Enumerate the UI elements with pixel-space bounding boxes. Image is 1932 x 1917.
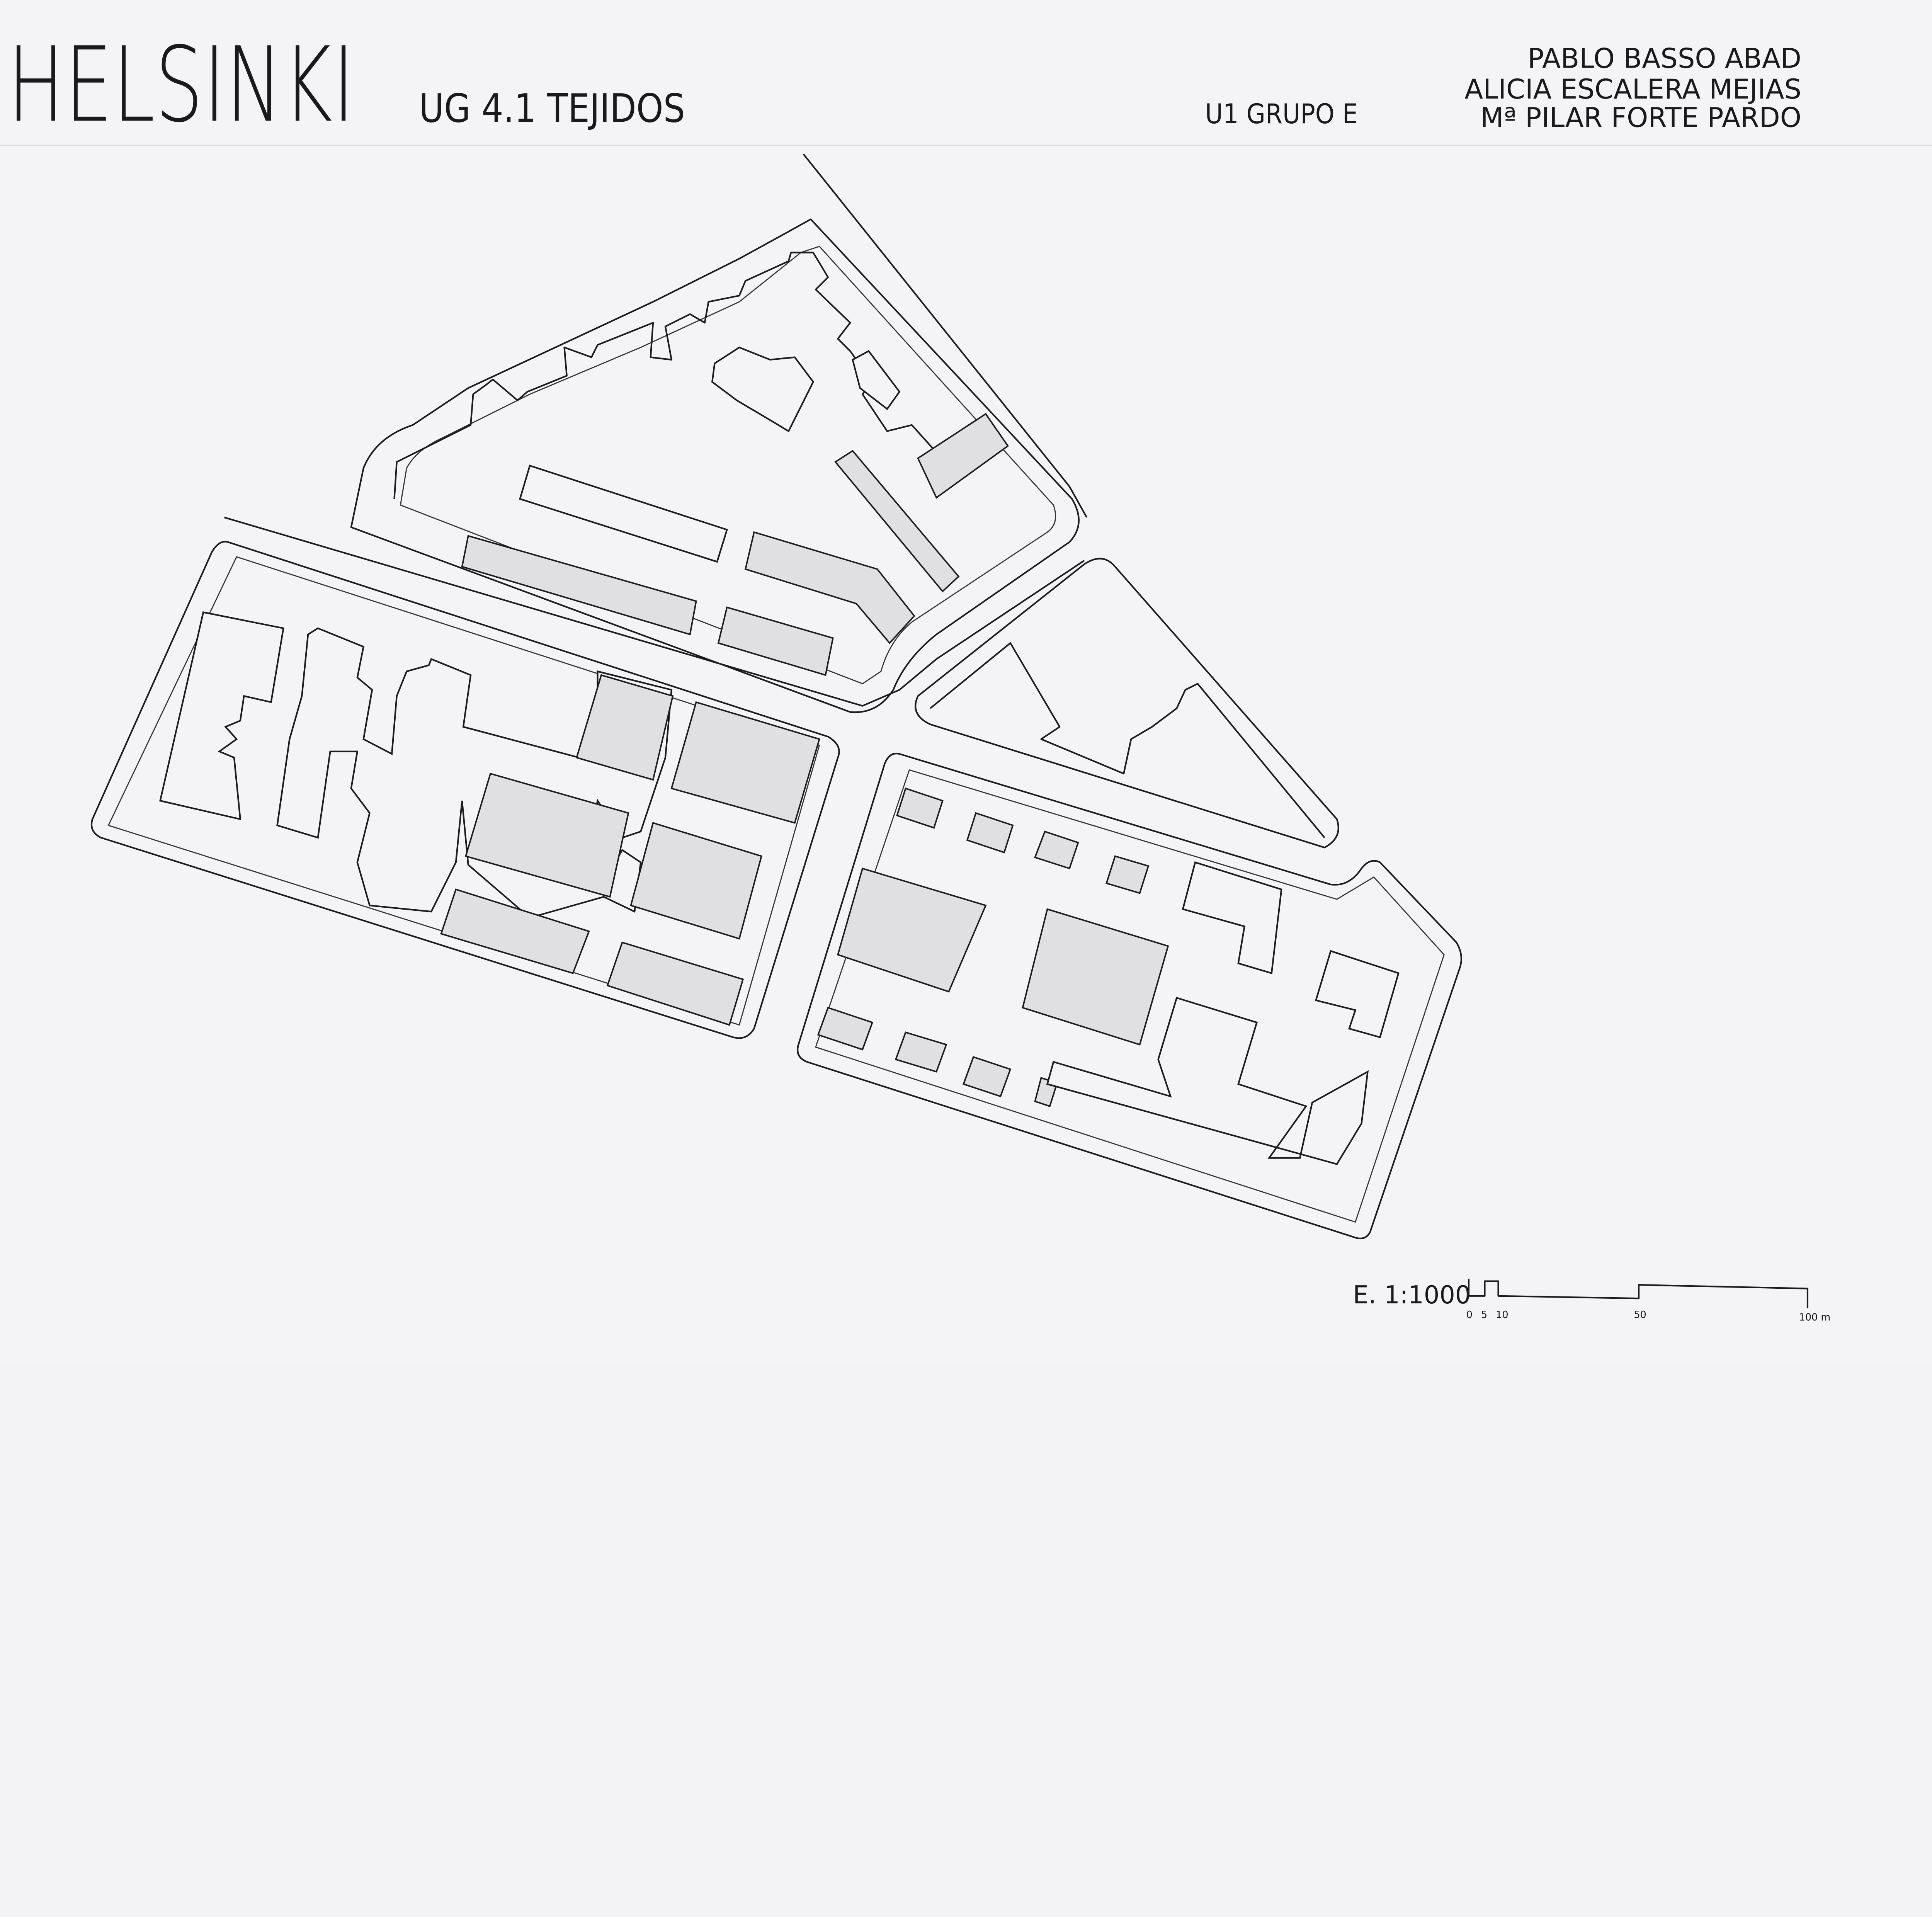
scale-bar: E. 1:1000 0 5 10 50 100 m [1353, 1279, 1830, 1323]
small-building [852, 350, 901, 410]
bent-bar-building [744, 531, 915, 645]
corner-building [917, 413, 1009, 499]
bar-building [519, 464, 728, 563]
triangle-block [915, 558, 1339, 849]
grid-buildings [817, 787, 1169, 1107]
author-2: ALICIA ESCALERA MEJIAS [1464, 73, 1801, 105]
road-edge-central [224, 516, 1085, 707]
perimeter-building [393, 252, 935, 499]
bar-building-shaded [717, 606, 834, 676]
scale-tick: 0 [1466, 1309, 1473, 1321]
diagonal-bar-building [834, 450, 960, 593]
bar-building-shaded [440, 888, 590, 974]
site-plan: HELSINKI UG 4.1 TEJIDOS U1 GRUPO E PABLO… [0, 25, 1932, 1323]
block-building [1315, 950, 1400, 1038]
grid-building [630, 822, 762, 940]
grid-building [575, 674, 674, 781]
road-edge-northeast [803, 153, 1088, 518]
author-3: Mª PILAR FORTE PARDO [1480, 102, 1801, 133]
bar-building-shaded [606, 941, 744, 1026]
grid-building [464, 772, 629, 898]
west-block [90, 541, 840, 1039]
scale-line [1468, 1279, 1809, 1308]
scale-label: E. 1:1000 [1353, 1281, 1471, 1310]
author-1: PABLO BASSO ABAD [1527, 43, 1801, 74]
long-building [1046, 997, 1369, 1165]
grid-building [670, 701, 820, 824]
bar-building-shaded [461, 535, 697, 636]
sheet-title: HELSINKI [7, 25, 355, 145]
building-slab [159, 611, 284, 820]
scale-tick: 5 [1481, 1309, 1487, 1321]
l-building [1182, 861, 1282, 975]
scale-tick: 100 m [1799, 1312, 1831, 1323]
group-label: U1 GRUPO E [1205, 98, 1358, 130]
sheet-subtitle: UG 4.1 TEJIDOS [419, 86, 685, 132]
drawing-sheet: HELSINKI UG 4.1 TEJIDOS U1 GRUPO E PABLO… [0, 25, 1932, 1323]
building-cluster [711, 346, 815, 432]
east-block [797, 752, 1462, 1240]
north-block [350, 218, 1080, 713]
perimeter-building [930, 642, 1325, 839]
scale-tick: 50 [1634, 1309, 1646, 1321]
scale-tick: 10 [1496, 1309, 1508, 1321]
